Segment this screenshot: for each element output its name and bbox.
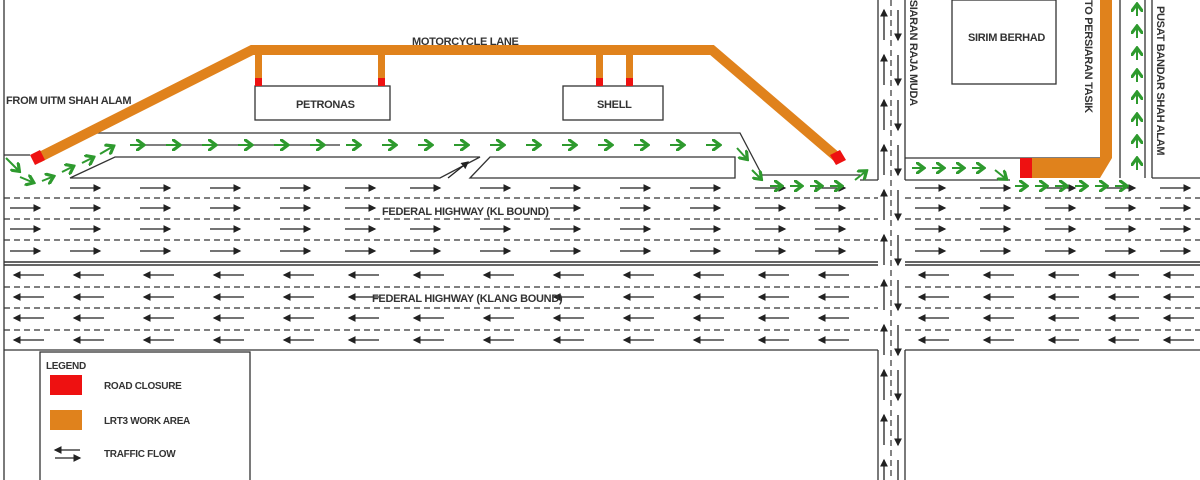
legend-box	[39, 351, 251, 480]
label-petronas: PETRONAS	[296, 99, 355, 111]
label-motorcycle-lane: MOTORCYCLE LANE	[412, 36, 519, 48]
legend-swatch-closure	[50, 375, 82, 395]
label-shell: SHELL	[597, 99, 632, 111]
diversion-arrow-icon	[99, 147, 112, 154]
arrow-diagonal-icon	[447, 161, 470, 179]
label-klang-bound: FEDERAL HIGHWAY (KLANG BOUND)	[372, 293, 563, 305]
legend-label-work-area: LRT3 WORK AREA	[104, 416, 190, 427]
label-raja-muda: PERSIARAN RAJA MUDA	[907, 0, 919, 106]
closure-uitm	[30, 150, 45, 165]
diversion-arrow-icon	[5, 157, 18, 170]
diversion-arrow-icon	[19, 177, 32, 182]
traffic-flow-arrows	[10, 8, 1194, 480]
legend-title: LEGEND	[46, 361, 86, 372]
diversion-arrow-icon	[736, 147, 746, 158]
label-kl-bound: FEDERAL HIGHWAY (KL BOUND)	[382, 206, 549, 218]
shell-building	[562, 85, 664, 121]
legend-label-closure: ROAD CLOSURE	[104, 381, 182, 392]
diversion-arrow-icon	[81, 158, 92, 163]
lane-dividers	[4, 0, 1200, 480]
diversion-arrow-icon	[854, 172, 865, 181]
diversion-arrow-icon	[41, 177, 52, 181]
label-tasik: TO PERSIARAN TASIK	[1082, 0, 1094, 113]
label-from-uitm: FROM UITM SHAH ALAM	[6, 95, 131, 107]
label-sirim: SIRIM BERHAD	[968, 32, 1045, 44]
closure-tasik	[1020, 158, 1032, 178]
closure-motorcycle-end	[830, 150, 846, 165]
road-outlines	[3, 0, 1200, 480]
sirim-building	[951, 0, 1057, 85]
lrt3-work-area	[35, 0, 1112, 178]
label-pusat-bandar: PUSAT BANDAR SHAH ALAM	[1154, 6, 1166, 155]
legend-swatch-work-area	[50, 410, 82, 430]
diversion-arrow-icon	[994, 169, 1005, 178]
diversion-arrow-icon	[751, 169, 760, 178]
diversion-arrows	[5, 6, 1137, 186]
road-closures	[30, 78, 1032, 178]
legend-swatches	[50, 375, 82, 462]
diversion-arrow-icon	[61, 167, 72, 172]
petronas-building	[254, 85, 391, 121]
legend-label-traffic-flow: TRAFFIC FLOW	[104, 449, 176, 460]
